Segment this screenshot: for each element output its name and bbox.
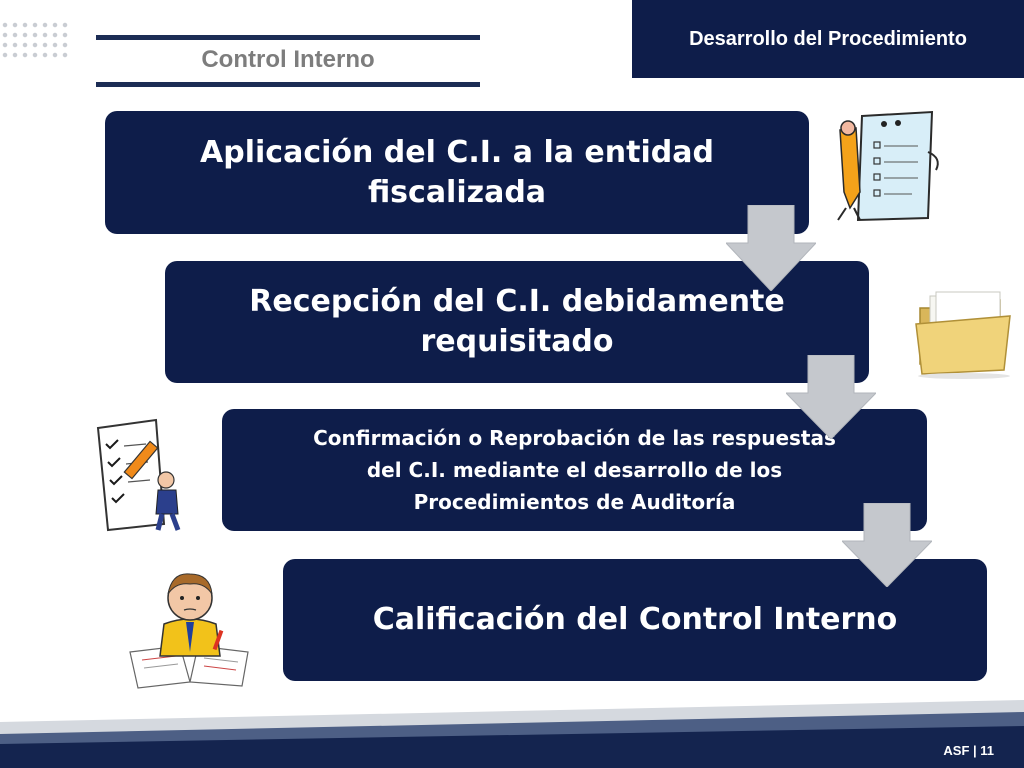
step-label-3: Confirmación o Reprobación de las respue… [313, 426, 836, 514]
down-arrow-icon [726, 205, 816, 291]
folder-icon [915, 291, 1011, 379]
step-box-3: Confirmación o Reprobación de las respue… [222, 409, 927, 531]
step-label-1: Aplicación del C.I. a la entidad fiscali… [200, 134, 714, 210]
title-rule-top [96, 35, 480, 40]
step-label-2: Recepción del C.I. debidamente requisita… [249, 284, 785, 359]
banner-title-text: Desarrollo del Procedimiento [689, 27, 967, 50]
section-title: Control Interno [201, 46, 375, 73]
footer-band [0, 700, 1024, 768]
step-box-2: Recepción del C.I. debidamente requisita… [165, 261, 869, 383]
checklist-pencil-icon [837, 110, 939, 222]
step-box-1: Aplicación del C.I. a la entidad fiscali… [105, 111, 809, 234]
banner-title: Desarrollo del Procedimiento [632, 0, 1024, 78]
dot-pattern-decoration [0, 20, 70, 60]
checklist-man-icon [96, 418, 181, 532]
title-rule-bottom [96, 82, 480, 87]
down-arrow-icon [786, 355, 876, 439]
step-label-4: Calificación del Control Interno [372, 602, 898, 637]
down-arrow-icon [842, 503, 932, 587]
page-number: ASF | 11 [943, 743, 994, 758]
thinking-man-icon [129, 573, 249, 689]
step-box-4: Calificación del Control Interno [283, 559, 987, 681]
